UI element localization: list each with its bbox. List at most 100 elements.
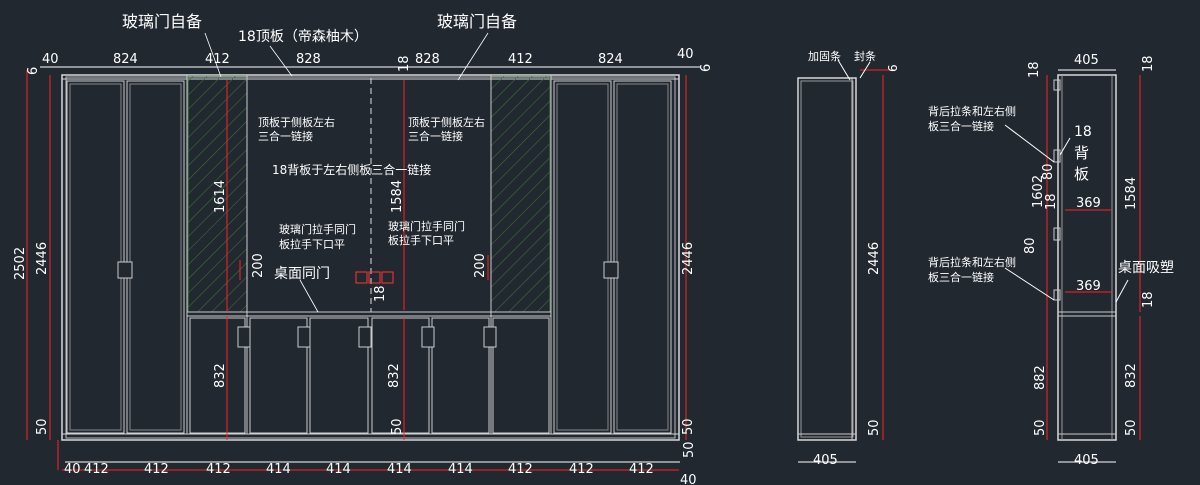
- label-glass-right: 玻璃门自备: [437, 12, 517, 31]
- svg-text:50: 50: [682, 441, 697, 458]
- svg-text:40: 40: [64, 462, 81, 477]
- lower-door: [371, 317, 430, 434]
- front-inner-dims: 1614 1584 200 18 200 832 832 50: [213, 180, 488, 435]
- svg-text:882: 882: [1033, 365, 1048, 390]
- tall-door: [553, 80, 612, 434]
- svg-text:1602: 1602: [1031, 175, 1046, 208]
- section-view: 背后拉条和左右侧 板三合一链接 18 背 板 背后拉条和左右侧 板三合一链接 桌…: [928, 53, 1174, 468]
- svg-text:1584: 1584: [1124, 177, 1139, 210]
- svg-text:18: 18: [397, 55, 412, 72]
- label-top-side-right-2: 三合一链接: [408, 129, 463, 143]
- tall-door-inner: [69, 83, 122, 431]
- svg-text:200: 200: [251, 253, 266, 278]
- label-handle-left-2: 板拉手下口平: [279, 237, 345, 251]
- svg-text:18: 18: [1027, 61, 1042, 78]
- svg-text:200: 200: [473, 253, 488, 278]
- label-seal: 封条: [854, 49, 876, 63]
- svg-text:2446: 2446: [867, 242, 882, 275]
- label-desk: 桌面同门: [274, 266, 330, 282]
- svg-text:405: 405: [1074, 453, 1099, 468]
- svg-text:2446: 2446: [35, 242, 50, 275]
- svg-text:369: 369: [1076, 279, 1101, 294]
- front-annotations: 玻璃门自备 玻璃门自备 18顶板（帝森柚木） 顶板于侧板左右 三合一链接 顶板于…: [122, 12, 517, 313]
- tall-door-inner: [616, 83, 669, 431]
- svg-text:405: 405: [813, 453, 838, 468]
- label-top-board: 18顶板（帝森柚木）: [238, 29, 368, 45]
- svg-text:832: 832: [1124, 363, 1139, 388]
- svg-text:412: 412: [629, 462, 654, 477]
- label-back-char1: 背: [1074, 144, 1089, 162]
- svg-text:828: 828: [296, 52, 321, 67]
- label-reinforce: 加固条: [808, 49, 841, 63]
- label-top-side-right-1: 顶板于侧板左右: [408, 115, 485, 129]
- svg-text:50: 50: [681, 418, 696, 435]
- lower-door: [249, 317, 308, 434]
- svg-text:18: 18: [1044, 193, 1059, 210]
- tall-door: [126, 80, 185, 434]
- side-elevation: 加固条 封条 6 2446 50 405: [797, 49, 900, 468]
- glass-door-right: [490, 75, 551, 313]
- lower-door: [189, 317, 246, 434]
- door-handle: [237, 326, 251, 348]
- svg-text:824: 824: [598, 52, 623, 67]
- svg-text:6: 6: [699, 64, 714, 72]
- tall-door-inner: [129, 83, 182, 431]
- svg-text:412: 412: [205, 52, 230, 67]
- svg-text:40: 40: [680, 473, 697, 485]
- door-handle: [117, 261, 133, 279]
- glass-door-left: [187, 75, 248, 313]
- svg-text:405: 405: [1074, 53, 1099, 68]
- svg-text:6: 6: [886, 64, 900, 72]
- label-pull-bot-1: 背后拉条和左右侧: [928, 255, 1016, 269]
- label-back-board: 18背板于左右侧板三合一链接: [272, 162, 431, 177]
- tall-door-inner: [556, 83, 609, 431]
- svg-text:50: 50: [867, 419, 882, 436]
- side-outline: [797, 77, 857, 441]
- lower-door: [492, 317, 550, 434]
- label-top-side-left-2: 三合一链接: [258, 129, 313, 143]
- label-glass-left: 玻璃门自备: [122, 12, 202, 31]
- svg-text:40: 40: [42, 52, 59, 67]
- front-bottom-dims: 40 412 412 412 414 414 414 414 412 412 4…: [64, 441, 697, 485]
- label-desk-plastic: 桌面吸塑: [1118, 260, 1174, 276]
- front-top-dims: 40 824 412 828 18 828 412 824 40 6 6: [26, 47, 714, 75]
- cabinet-outline: [61, 74, 680, 441]
- svg-text:2446: 2446: [681, 242, 696, 275]
- svg-text:412: 412: [144, 462, 169, 477]
- svg-text:50: 50: [35, 418, 50, 435]
- label-back-char2: 板: [1074, 165, 1089, 183]
- svg-text:80: 80: [1041, 163, 1056, 180]
- svg-text:40: 40: [677, 47, 694, 62]
- svg-text:1584: 1584: [390, 180, 405, 213]
- svg-text:50: 50: [1124, 419, 1139, 436]
- label-top-side-left-1: 顶板于侧板左右: [258, 115, 335, 129]
- svg-text:412: 412: [84, 462, 109, 477]
- door-handle: [421, 326, 435, 348]
- socket-group: [355, 271, 394, 284]
- tall-door: [613, 80, 672, 434]
- svg-text:412: 412: [206, 462, 231, 477]
- svg-text:369: 369: [1076, 196, 1101, 211]
- label-handle-right-2: 板拉手下口平: [388, 233, 454, 247]
- label-pull-top-1: 背后拉条和左右侧: [928, 104, 1016, 118]
- cabinet-inner-outline: [65, 76, 676, 439]
- svg-text:50: 50: [1033, 419, 1048, 436]
- svg-text:18: 18: [1141, 291, 1156, 308]
- svg-text:828: 828: [415, 52, 440, 67]
- front-side-dims: 2502 2446 50 2446 50: [13, 242, 696, 435]
- door-handle: [358, 326, 372, 348]
- svg-text:832: 832: [213, 363, 228, 388]
- label-handle-left-1: 玻璃门拉手同门: [279, 222, 356, 236]
- svg-text:412: 412: [508, 52, 533, 67]
- svg-text:18: 18: [373, 285, 388, 302]
- front-elevation: [26, 66, 700, 471]
- svg-text:832: 832: [387, 363, 402, 388]
- svg-text:18: 18: [1141, 55, 1156, 72]
- svg-text:414: 414: [326, 462, 351, 477]
- lower-door: [431, 317, 490, 434]
- tall-door: [66, 80, 125, 434]
- label-pull-top-2: 板三合一链接: [928, 119, 994, 133]
- svg-text:414: 414: [266, 462, 291, 477]
- door-handle: [297, 326, 311, 348]
